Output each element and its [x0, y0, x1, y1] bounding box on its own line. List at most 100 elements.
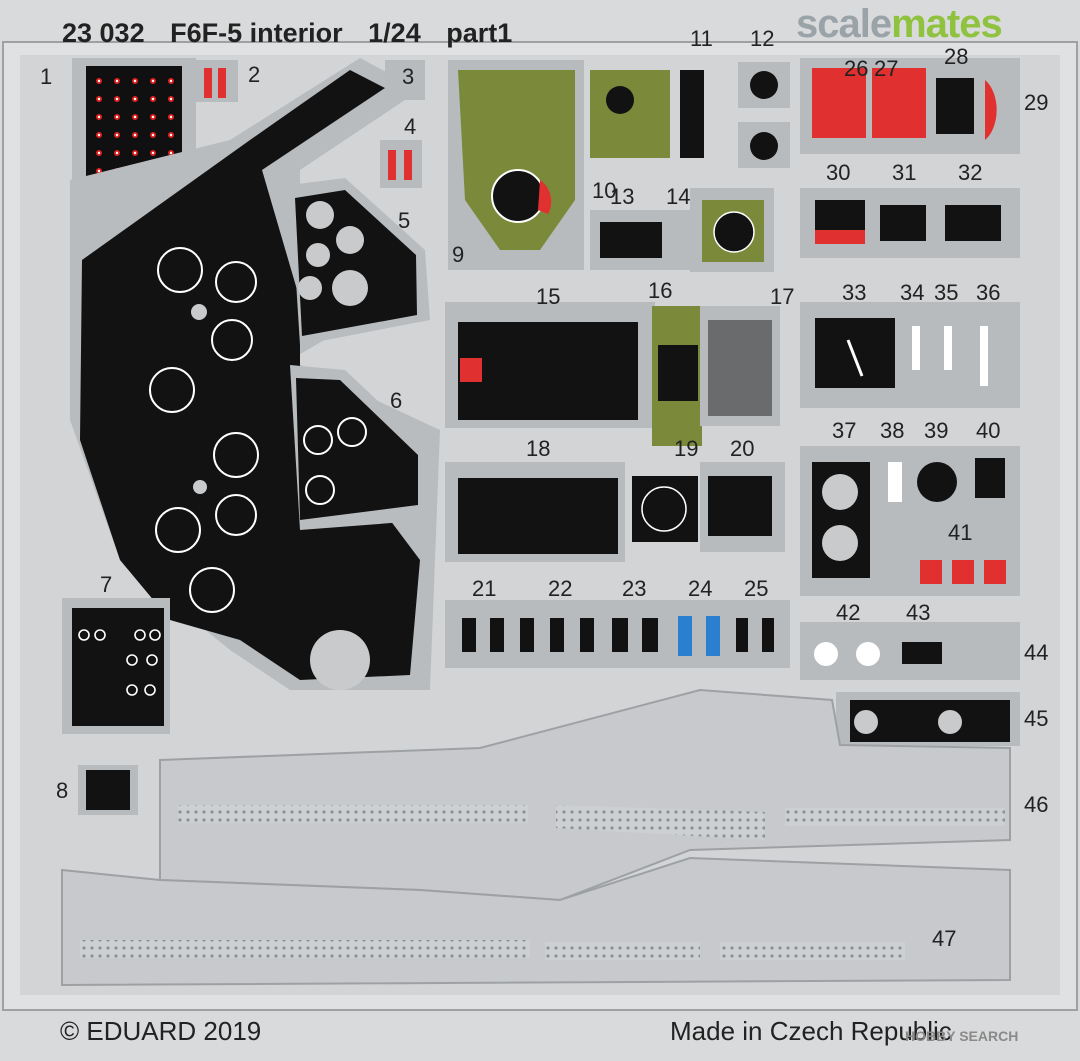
- part-35-piece: [944, 326, 952, 370]
- part-6-panel: [296, 378, 418, 520]
- part-number-12: 12: [750, 26, 775, 51]
- logo-mates: mates: [891, 2, 1003, 46]
- part-number-43: 43: [906, 600, 931, 625]
- part-number-34: 34: [900, 280, 925, 305]
- part-number-40: 40: [976, 418, 1001, 443]
- copyright: © EDUARD 2019: [60, 1016, 262, 1046]
- part-47-rail-left: [80, 940, 530, 958]
- part-10-dial: [606, 86, 634, 114]
- part-17-panel: [708, 320, 772, 416]
- part-number-15: 15: [536, 284, 561, 309]
- part-7-panel: [72, 608, 164, 726]
- part-19-dial: [641, 486, 687, 532]
- part-45-knob-left: [854, 710, 878, 734]
- parts-21-23-placards: [462, 618, 658, 652]
- part-9-red-segment: [538, 180, 552, 214]
- part-41-c: [984, 560, 1006, 584]
- part-number-45: 45: [1024, 706, 1049, 731]
- main-panel-gauges: [149, 247, 259, 613]
- part-number-19: 19: [674, 436, 699, 461]
- sheet-part: part1: [446, 18, 513, 48]
- part-number-41: 41: [948, 520, 973, 545]
- part-2-levers: [204, 68, 226, 98]
- part-number-27: 27: [874, 56, 899, 81]
- part-number-17: 17: [770, 284, 795, 309]
- part-36-piece: [980, 326, 988, 386]
- part-16-panel: [658, 345, 698, 401]
- main-panel-holes: [191, 304, 370, 690]
- part-number-22: 22: [548, 576, 573, 601]
- part-4-frame: [380, 140, 422, 188]
- part-10-panel: [590, 70, 670, 158]
- part-27-placard: [872, 68, 926, 138]
- part-number-35: 35: [934, 280, 959, 305]
- product-number: 23 032: [62, 18, 145, 48]
- part-number-21: 21: [472, 576, 497, 601]
- part-number-44: 44: [1024, 640, 1049, 665]
- part-4-levers: [388, 150, 412, 180]
- part-number-2: 2: [248, 62, 261, 87]
- part-number-33: 33: [842, 280, 867, 305]
- part-number-37: 37: [832, 418, 857, 443]
- part-41-a: [920, 560, 942, 584]
- part-number-29: 29: [1024, 90, 1049, 115]
- part-6-gauges: [303, 417, 367, 505]
- origin: Made in Czech Republic: [670, 1016, 952, 1046]
- part-number-13: 13: [610, 184, 635, 209]
- part-number-42: 42: [836, 600, 861, 625]
- part-number-30: 30: [826, 160, 851, 185]
- part-number-18: 18: [526, 436, 551, 461]
- part-43-placard: [902, 642, 942, 664]
- part-47-rail-right: [720, 942, 905, 960]
- part-30-red-stripe: [815, 230, 865, 244]
- logo-scale: scale: [796, 2, 892, 46]
- part-18-panel: [458, 478, 618, 554]
- part-number-20: 20: [730, 436, 755, 461]
- part-29-piece: [985, 80, 997, 140]
- part-26-placard: [812, 68, 866, 138]
- part-37-hole-a: [822, 474, 858, 510]
- part-12-gauge-a: [750, 71, 778, 99]
- part-number-31: 31: [892, 160, 917, 185]
- part-number-39: 39: [924, 418, 949, 443]
- part-46-rail-left: [178, 805, 528, 823]
- part-number-28: 28: [944, 44, 969, 69]
- part-13-panel: [600, 222, 662, 258]
- scalemates-logo: scalemates: [796, 2, 1003, 47]
- part-11-piece: [680, 70, 704, 158]
- part-8-piece: [86, 770, 130, 810]
- part-number-7: 7: [100, 572, 113, 597]
- part-32-panel: [945, 205, 1001, 241]
- part-37-hole-b: [822, 525, 858, 561]
- part-number-4: 4: [404, 114, 417, 139]
- product-name: F6F-5 interior: [170, 18, 343, 48]
- part-15-red-block: [460, 358, 482, 382]
- part-7-switches: [78, 629, 161, 696]
- part-5-gauges: [298, 201, 368, 306]
- part-47-rail-mid: [545, 942, 700, 960]
- part-number-25: 25: [744, 576, 769, 601]
- part-number-24: 24: [688, 576, 713, 601]
- part-12-gauge-b: [750, 132, 778, 160]
- part-31-panel: [880, 205, 926, 241]
- part-24-placards: [678, 616, 720, 656]
- fret-header: 23 032 F6F-5 interior 1/24 part1: [62, 18, 530, 49]
- part-20-panel: [708, 476, 772, 536]
- part-14-dial: [713, 211, 755, 253]
- part-number-46: 46: [1024, 792, 1049, 817]
- hobbysearch-watermark: HOBBY SEARCH: [905, 1028, 1019, 1044]
- part-number-11: 11: [690, 26, 713, 51]
- part-number-23: 23: [622, 576, 647, 601]
- part-number-6: 6: [390, 388, 403, 413]
- part-number-10: 10: [592, 178, 617, 203]
- part-46-rail-right: [785, 808, 1005, 826]
- part-39-dial: [917, 462, 957, 502]
- part-15-panel: [458, 322, 638, 420]
- part-number-47: 47: [932, 926, 957, 951]
- part-9-dial: [491, 169, 545, 223]
- part-number-38: 38: [880, 418, 905, 443]
- part-number-9: 9: [452, 242, 465, 267]
- part-33-panel: [815, 318, 895, 388]
